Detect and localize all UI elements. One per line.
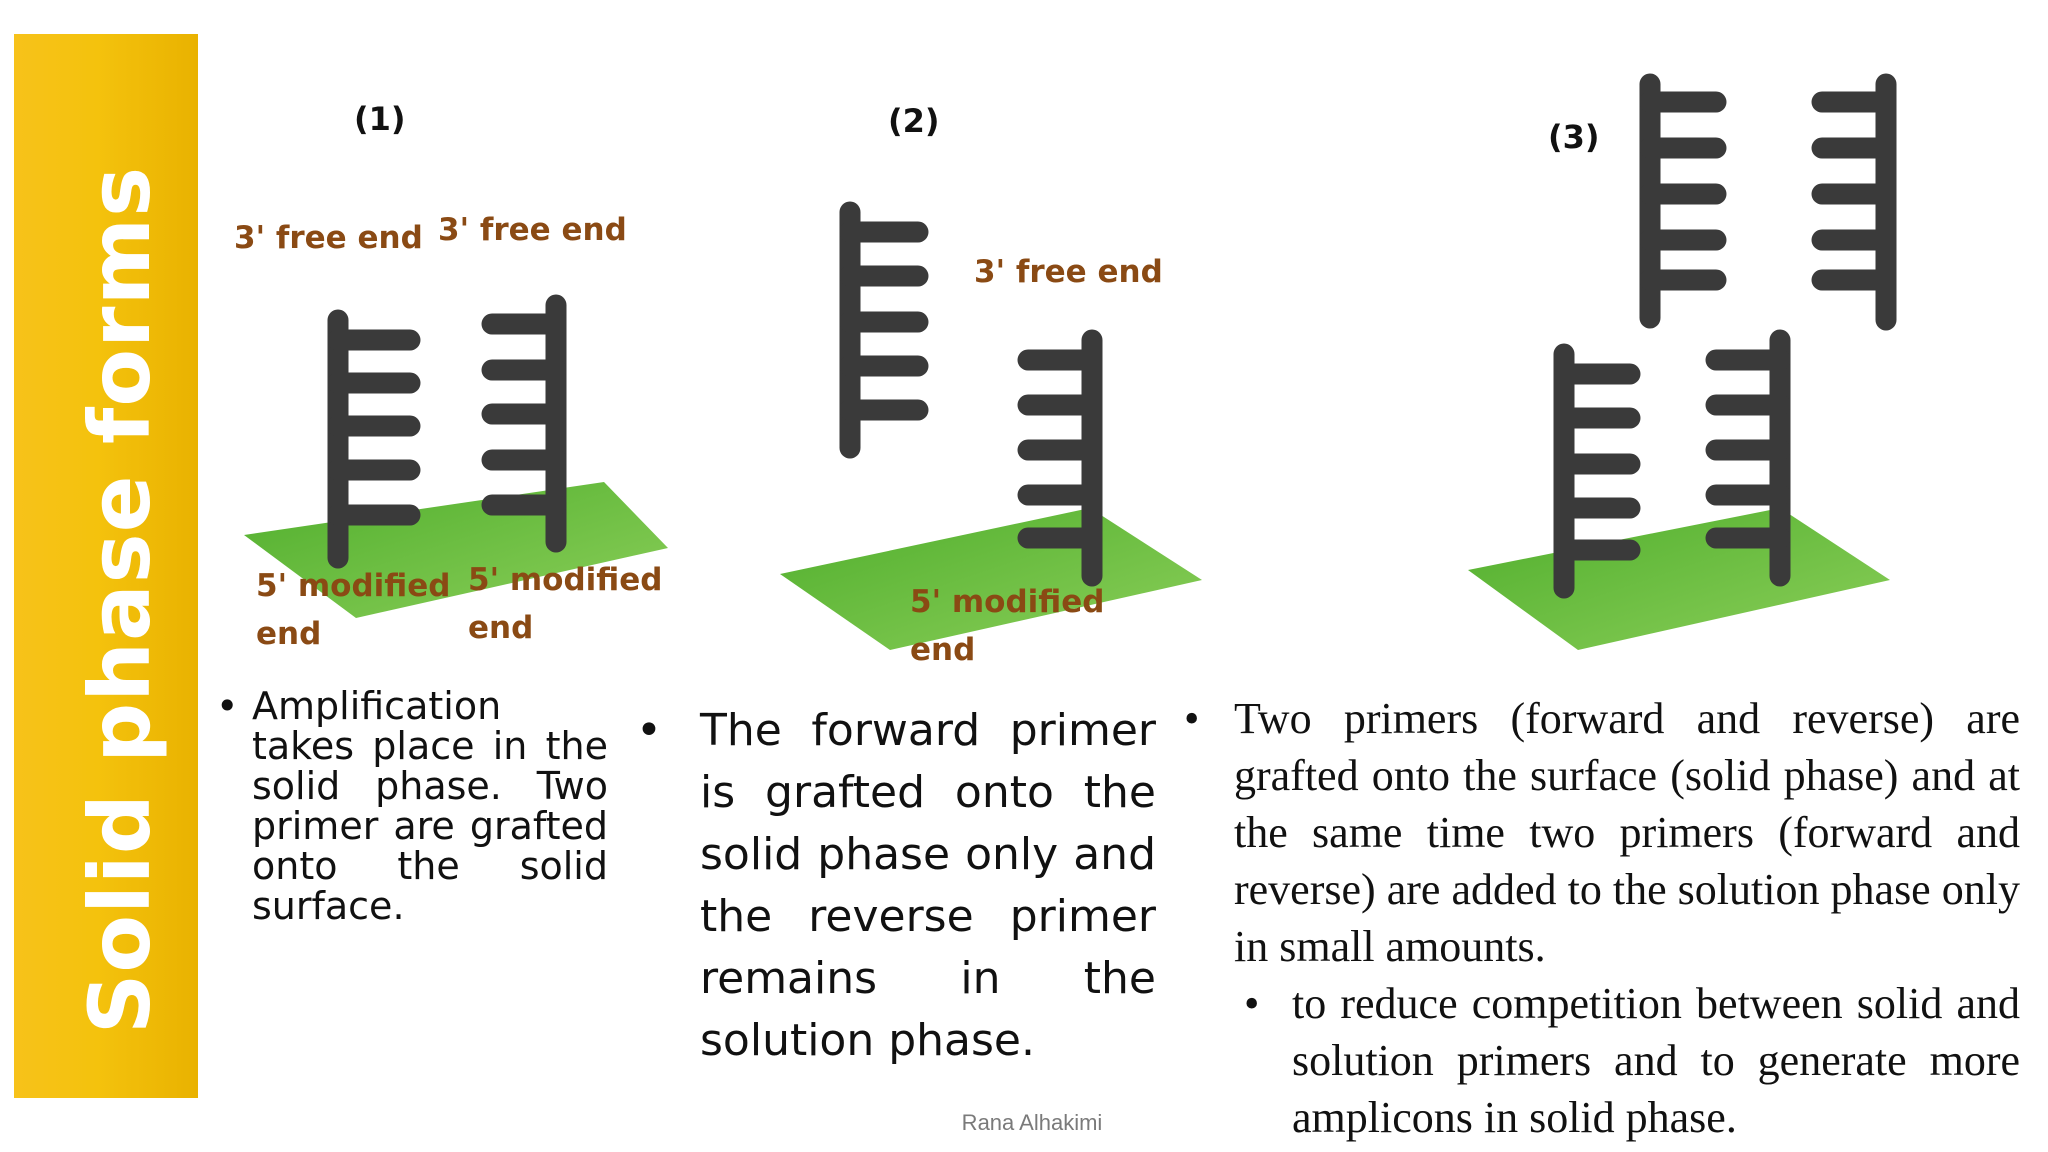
title-banner: Solid phase forms [14, 34, 198, 1098]
modified-end-label: 5' modified end [256, 568, 451, 652]
primer-strand [481, 294, 567, 553]
primer-strand [1553, 343, 1641, 599]
panel-number-1: (1) [354, 100, 406, 138]
panel-number-3: (3) [1548, 118, 1600, 156]
description-col-2: • The forward primer is grafted onto the… [636, 700, 1156, 1072]
primer-strand [1811, 73, 1897, 331]
free-end-label: 3' free end [438, 212, 627, 248]
free-end-label: 3' free end [234, 220, 423, 256]
bullet-icon: • [1184, 694, 1200, 743]
modified-end-label: 5' modified end [468, 562, 663, 646]
primer-strand [1705, 329, 1791, 587]
free-end-label: 3' free end [974, 254, 1163, 290]
primer-strand [327, 309, 421, 569]
panel-number-2: (2) [888, 102, 940, 140]
description-col-1: • Amplification takes place in the solid… [216, 684, 608, 928]
primer-strand [1639, 73, 1727, 329]
modified-end-label: 5' modified end [910, 584, 1105, 668]
author-footer: Rana Alhakimi [961, 1110, 1103, 1135]
primer-strand [1017, 329, 1103, 587]
primer-strand [839, 201, 929, 459]
description-col-3: • Two primers (forward and reverse) are … [1184, 690, 2020, 1146]
solid-phase-diagram [244, 73, 1897, 650]
bullet-icon: • [216, 684, 239, 728]
solid-surface-3 [1468, 508, 1890, 650]
bullet-icon: • [1244, 979, 1260, 1028]
bullet-icon: • [636, 705, 662, 756]
